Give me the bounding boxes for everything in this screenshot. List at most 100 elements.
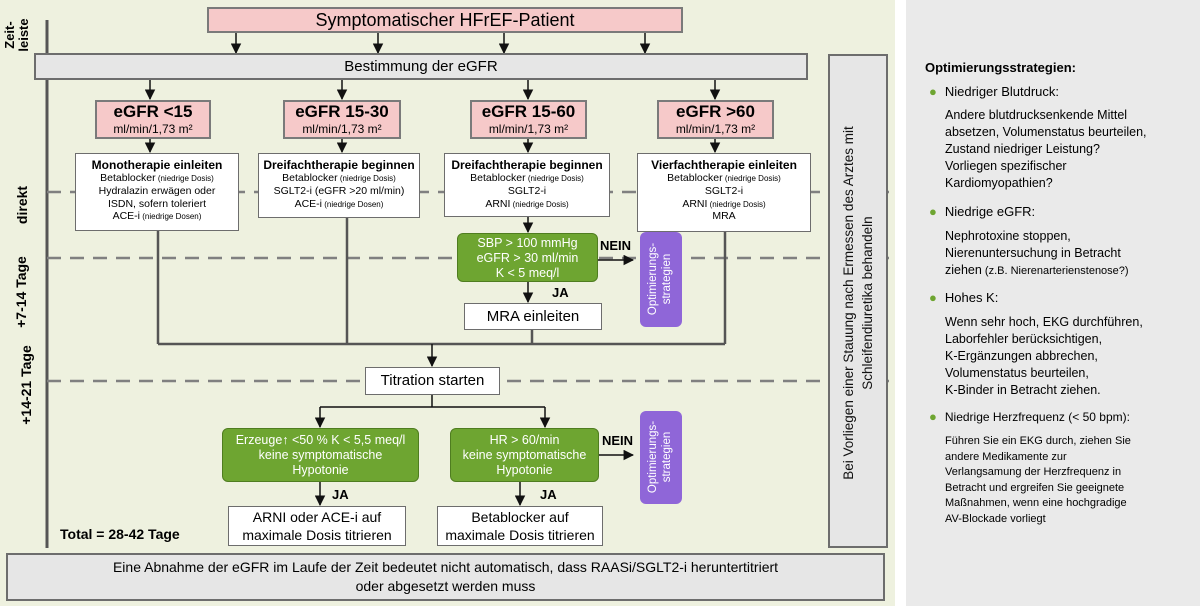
therapy-box-3: Dreifachtherapie beginnen Betablocker (n… [444, 153, 610, 217]
criteria-line: HR > 60/min [489, 433, 560, 447]
timeline-phase2-label: +7-14 Tage [13, 256, 29, 328]
sidebar-item-text: Andere blutdrucksenkende Mittel absetzen… [945, 107, 1147, 192]
sidebar-title: Optimierungsstrategien: [925, 60, 1076, 75]
timeline-direkt-label: direkt [14, 185, 30, 225]
sidebar-item-heading: Niedrige Herzfrequenz (< 50 bpm): [944, 410, 1130, 424]
egfr-category-1: eGFR <15 ml/min/1,73 m² [95, 100, 211, 139]
egfr-category-unit: ml/min/1,73 m² [675, 122, 756, 137]
optimization-strategies-box-1: Optimierungs- strategien [640, 232, 682, 327]
nein-label-2: NEIN [602, 433, 634, 448]
egfr-decline-note-box: Eine Abnahme der eGFR im Laufe der Zeit … [6, 553, 885, 601]
egfr-category-title: eGFR 15-30 [295, 102, 389, 121]
therapy-title: Dreifachtherapie beginnen [263, 158, 415, 172]
therapy-line: ACE-i [294, 197, 323, 210]
ja-label-3: JA [540, 487, 557, 502]
sidebar-text-line: AV-Blockade vorliegt [945, 512, 1046, 525]
sidebar-item-low-egfr: ●Niedrige eGFR: [929, 204, 1035, 219]
therapy-box-4: Vierfachtherapie einleiten Betablocker (… [637, 153, 811, 232]
egfr-category-3: eGFR 15-60 ml/min/1,73 m² [470, 100, 587, 139]
sidebar-item-text: Nephrotoxine stoppen, Nierenuntersuchung… [945, 228, 1129, 280]
egfr-category-unit: ml/min/1,73 m² [302, 122, 382, 137]
sidebar-item-text: Führen Sie ein EKG durch, ziehen Sie and… [945, 434, 1131, 527]
sidebar-text-line: Führen Sie ein EKG durch, ziehen Sie [945, 435, 1131, 447]
nein-label-1: NEIN [600, 238, 632, 253]
sidebar-text-line: absetzen, Volumenstatus beurteilen, [945, 125, 1147, 139]
optimization-strategies-label: Optimierungs- strategien [647, 420, 673, 494]
criteria-line: Erzeuge [235, 433, 283, 447]
ja-label-1: JA [552, 285, 569, 300]
therapy-line: SGLT2-i (eGFR >20 ml/min) [273, 184, 405, 197]
top-arrows [230, 32, 651, 55]
sidebar-text-line: K-Ergänzungen abbrechen, [945, 349, 1098, 363]
egfr-category-title: eGFR >60 [676, 102, 755, 121]
therapy-line: SGLT2-i [704, 184, 744, 197]
sidebar-text-line: Betracht und ergreifen Sie geeignete [945, 481, 1125, 494]
sidebar-text-line: ziehen [945, 263, 982, 277]
therapy-line: Hydralazin erwägen oder [98, 184, 216, 197]
sidebar-item-heading: Hohes K: [944, 290, 999, 305]
optimization-strategies-label: Optimierungs- strategien [647, 242, 673, 316]
ja-label-2: JA [332, 487, 349, 502]
therapy-title: Monotherapie einleiten [91, 158, 223, 172]
criteria-line: keine symptomatische [258, 448, 383, 462]
therapy-line: Betablocker [470, 172, 526, 185]
sidebar-text-line: Zustand niedriger Leistung? [945, 142, 1100, 156]
sidebar-text-note: (z.B. Nierenarterienstenose?) [981, 265, 1129, 277]
therapy-line-note: (niedrige Dosis) [525, 174, 584, 184]
sidebar-text-line: K-Binder in Betracht ziehen. [945, 383, 1101, 397]
therapy-line: ACE-i [112, 210, 141, 223]
titration-start-box: Titration starten [365, 367, 500, 395]
bullet-icon: ● [929, 84, 937, 99]
egfr-determination-box: Bestimmung der eGFR [34, 53, 808, 80]
sidebar-text-line: Nephrotoxine stoppen, [945, 229, 1071, 243]
note-line: Eine Abnahme der eGFR im Laufe der Zeit … [112, 559, 779, 575]
patient-box: Symptomatischer HFrEF-Patient [207, 7, 683, 33]
mra-start-box: MRA einleiten [464, 303, 602, 330]
sidebar-text-line: Laborfehler berücksichtigen, [945, 332, 1103, 346]
therapy-line: Betablocker [282, 172, 338, 185]
egfr-category-unit: ml/min/1,73 m² [113, 122, 193, 137]
note-line: oder abgesetzt werden muss [355, 578, 536, 594]
sidebar-text-line: Nierenuntersuchung in Betracht [945, 246, 1121, 260]
optimization-strategies-box-2: Optimierungs- strategien [640, 411, 682, 504]
arni-titration-box: ARNI oder ACE-i auf maximale Dosis titri… [228, 506, 406, 546]
diuretics-note-text: Bei Vorliegen einer Stauung nach Ermesse… [841, 126, 875, 480]
sidebar-text-line: Verlangsamung der Herzfrequenz in [945, 466, 1122, 478]
egfr-category-2: eGFR 15-30 ml/min/1,73 m² [283, 100, 401, 139]
criteria-line: Hypotonie [292, 463, 349, 477]
titration-line: ARNI oder ACE-i auf [252, 509, 382, 525]
therapy-line: ARNI [682, 197, 708, 210]
therapy-box-2: Dreifachtherapie beginnen Betablocker (n… [258, 153, 420, 218]
diuretics-note-box: Bei Vorliegen einer Stauung nach Ermesse… [828, 54, 888, 548]
therapy-line-note: (niedrige Dosen) [140, 212, 202, 222]
therapy-line: ISDN, sofern toleriert [107, 197, 207, 210]
titration-line: maximale Dosis titrieren [242, 527, 392, 543]
bullet-icon: ● [929, 290, 937, 305]
egfr-category-title: eGFR <15 [113, 102, 193, 121]
therapy-box-1: Monotherapie einleiten Betablocker (nied… [75, 153, 239, 231]
therapy-line: Betablocker [667, 172, 723, 185]
therapy-line-note: (niedrige Dosis) [707, 199, 766, 209]
criteria-box-raasi: Erzeuge↑ <50 % K < 5,5 meq/l keine sympt… [222, 428, 419, 482]
egfr-arrows [144, 80, 721, 101]
criteria-line: K < 5 meq/l [495, 266, 560, 280]
criteria-box-mra: SBP > 100 mmHg eGFR > 30 ml/min K < 5 me… [457, 233, 598, 282]
egfr-category-unit: ml/min/1,73 m² [488, 122, 569, 137]
arrow-up-icon: ↑ [282, 433, 289, 447]
sidebar-text-line: Wenn sehr hoch, EKG durchführen, [945, 315, 1143, 329]
therapy-line-note: (niedrige Dosen) [322, 199, 384, 209]
therapy-line-note: (niedrige Dosis) [722, 174, 781, 184]
flow-lines [156, 218, 727, 346]
sidebar-text-line: Andere blutdrucksenkende Mittel [945, 108, 1128, 122]
sidebar-text-line: Maßnahmen, wenn eine hochgradige [945, 497, 1127, 509]
side-panel [906, 0, 1200, 606]
sidebar-item-text: Wenn sehr hoch, EKG durchführen, Laborfe… [945, 314, 1143, 399]
therapy-title: Vierfachtherapie einleiten [651, 158, 797, 172]
criteria-line: <50 % K < 5,5 meq/l [288, 433, 406, 447]
bullet-icon: ● [929, 409, 937, 424]
criteria-line: Hypotonie [496, 463, 553, 477]
sidebar-text-line: Volumenstatus beurteilen, [945, 366, 1089, 380]
category-arrows [144, 139, 721, 154]
therapy-line: ARNI [485, 197, 511, 210]
